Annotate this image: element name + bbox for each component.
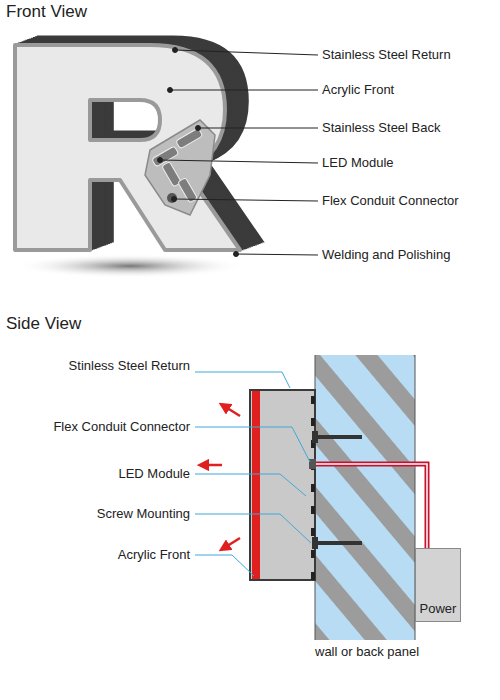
part-label: LED Module <box>322 155 394 171</box>
tick <box>311 396 315 404</box>
leader-lines <box>158 48 319 257</box>
part-label: Stainless Steel Return <box>322 47 451 63</box>
tick <box>311 484 315 492</box>
tick <box>311 418 315 426</box>
acrylic-front-face <box>15 45 240 250</box>
part-label: Flex Conduit Connector <box>53 419 190 435</box>
screws <box>312 431 362 549</box>
power-box: Power <box>415 548 461 622</box>
part-label: Acrylic Front <box>118 547 190 563</box>
part-label: Flex Conduit Connector <box>322 193 459 209</box>
leader-lines <box>195 372 311 576</box>
view-title: Side View <box>6 316 81 332</box>
tick <box>311 528 315 536</box>
part-label: wall or back panel <box>315 644 419 660</box>
part-label: Stinless Steel Return <box>69 358 190 374</box>
shadow <box>15 254 245 278</box>
part-label: Acrylic Front <box>322 82 394 98</box>
letter-side-body <box>250 390 315 580</box>
cutaway-inside <box>145 120 215 215</box>
tick <box>311 506 315 514</box>
view-title: Front View <box>6 4 87 20</box>
power-wire <box>309 459 427 548</box>
part-label: Screw Mounting <box>97 506 190 522</box>
return-ticks <box>311 396 315 580</box>
part-label: LED Module <box>118 466 190 482</box>
part-label: Stainless Steel Back <box>322 120 441 136</box>
wall-panel <box>315 355 415 640</box>
tick <box>311 572 315 580</box>
part-label: Welding and Polishing <box>322 247 450 263</box>
node-text: Power <box>420 601 457 617</box>
acrylic-front-edge <box>252 391 260 579</box>
tick <box>311 550 315 558</box>
